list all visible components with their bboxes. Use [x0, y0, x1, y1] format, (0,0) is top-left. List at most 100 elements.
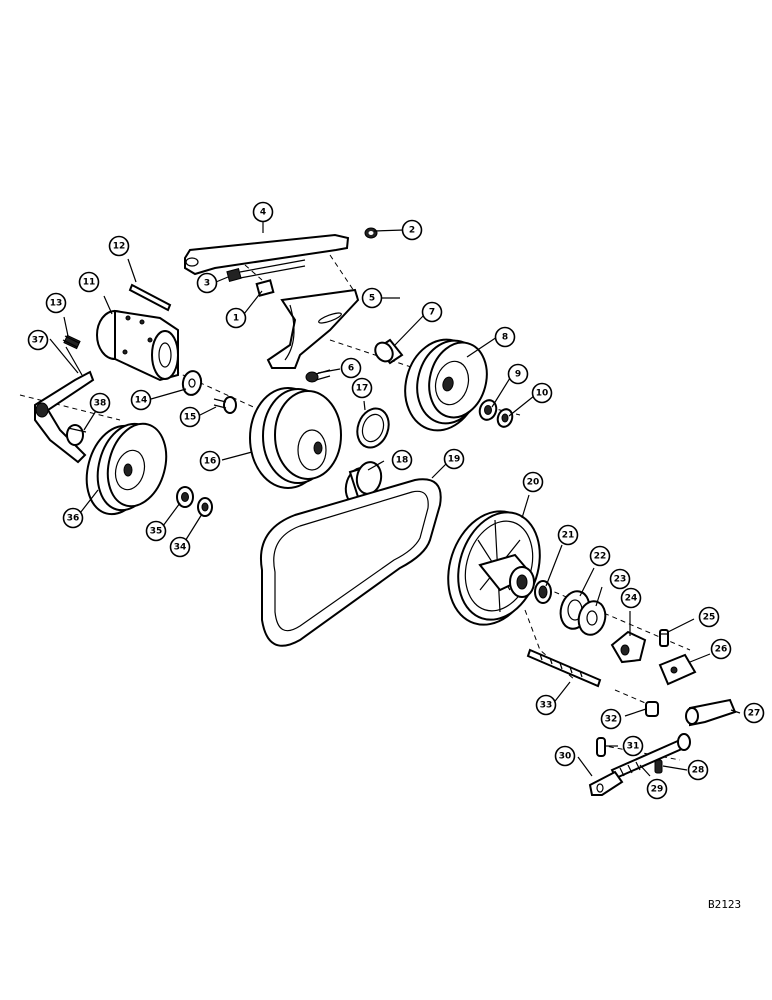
callout-circle: [351, 377, 373, 399]
lock-nut: [364, 227, 378, 239]
leader-lines: [49, 219, 741, 777]
bearing-ring: [534, 580, 552, 604]
callout-10: 10: [531, 382, 553, 404]
bushing: [645, 701, 659, 717]
v-belt: [260, 478, 442, 647]
callout-number: 11: [83, 278, 96, 288]
bracket-arm: [184, 233, 350, 276]
callout-number: 5: [369, 294, 375, 304]
callout-17: 17: [351, 377, 373, 399]
callout-33: 33: [535, 694, 557, 716]
callout-13: 13: [45, 292, 67, 314]
callout-circle: [62, 507, 84, 529]
callout-circle: [108, 235, 130, 257]
driven-wheel: [447, 510, 541, 626]
callout-number: 18: [396, 456, 409, 466]
cap-screw: [213, 396, 237, 414]
callout-14: 14: [130, 389, 152, 411]
callout-36: 36: [62, 507, 84, 529]
callout-number: 29: [651, 785, 664, 795]
callout-circle: [89, 392, 111, 414]
callout-7: 7: [421, 301, 443, 323]
callout-34: 34: [169, 536, 191, 558]
callout-circle: [199, 450, 221, 472]
callout-38: 38: [89, 392, 111, 414]
callout-24: 24: [620, 587, 642, 609]
drive-shaft: [526, 648, 602, 688]
callout-number: 6: [348, 364, 354, 374]
idler-pulley: [404, 338, 488, 432]
callout-number: 22: [594, 552, 607, 562]
callout-23: 23: [609, 568, 631, 590]
callout-31: 31: [622, 735, 644, 757]
callout-26: 26: [710, 638, 732, 660]
callout-number: 3: [204, 279, 210, 289]
callout-12: 12: [108, 235, 130, 257]
callout-circle: [391, 449, 413, 471]
callout-circle: [710, 638, 732, 660]
callout-21: 21: [557, 524, 579, 546]
callout-4: 4: [252, 201, 274, 223]
callout-circle: [340, 357, 362, 379]
callout-circle: [622, 735, 644, 757]
callout-circle: [196, 272, 218, 294]
callout-circle: [225, 307, 247, 329]
callout-circle: [589, 545, 611, 567]
callout-1: 1: [225, 307, 247, 329]
thrust-washer: [577, 600, 607, 636]
callout-circle: [252, 201, 274, 223]
spacer-bushing: [374, 338, 404, 365]
callout-number: 33: [540, 701, 553, 711]
actuating-lever: [685, 698, 737, 727]
callout-number: 31: [627, 742, 640, 752]
cam-lever: [610, 630, 647, 664]
idler-arm: [34, 370, 95, 464]
callout-number: 23: [614, 575, 627, 585]
callout-number: 2: [409, 226, 415, 236]
callout-circle: [522, 471, 544, 493]
callout-circle: [609, 568, 631, 590]
callout-15: 15: [179, 406, 201, 428]
pivot-block: [658, 653, 697, 686]
drive-pulley: [249, 387, 342, 489]
callout-circle: [600, 708, 622, 730]
callout-circle: [145, 520, 167, 542]
callout-number: 13: [50, 299, 63, 309]
callout-number: 37: [32, 336, 45, 346]
spring-pin: [654, 759, 663, 774]
callout-circle: [687, 759, 709, 781]
callout-circle: [27, 329, 49, 351]
callout-number: 20: [527, 478, 540, 488]
callout-circle: [179, 406, 201, 428]
callout-number: 35: [150, 527, 163, 537]
callout-number: 21: [562, 531, 575, 541]
callout-circle: [507, 363, 529, 385]
callout-28: 28: [687, 759, 709, 781]
callout-number: 28: [692, 766, 705, 776]
clevis: [588, 770, 624, 796]
washer: [181, 370, 203, 396]
callout-32: 32: [600, 708, 622, 730]
bearing: [478, 399, 498, 421]
shaft-key: [128, 283, 172, 312]
callout-circle: [494, 326, 516, 348]
callout-circle: [361, 287, 383, 309]
callout-number: 16: [204, 457, 217, 467]
callout-16: 16: [199, 450, 221, 472]
tensioner-pulley: [85, 422, 168, 516]
callout-9: 9: [507, 363, 529, 385]
callout-37: 37: [27, 329, 49, 351]
callout-number: 30: [559, 752, 572, 762]
clevis-pin: [596, 737, 606, 757]
callout-circle: [401, 219, 423, 241]
callout-circle: [78, 271, 100, 293]
callout-circle: [443, 448, 465, 470]
callout-number: 26: [715, 645, 728, 655]
bushing-sleeve: [344, 461, 383, 507]
callout-35: 35: [145, 520, 167, 542]
callout-number: 12: [113, 242, 126, 252]
callout-circle: [646, 778, 668, 800]
callout-6: 6: [340, 357, 362, 379]
